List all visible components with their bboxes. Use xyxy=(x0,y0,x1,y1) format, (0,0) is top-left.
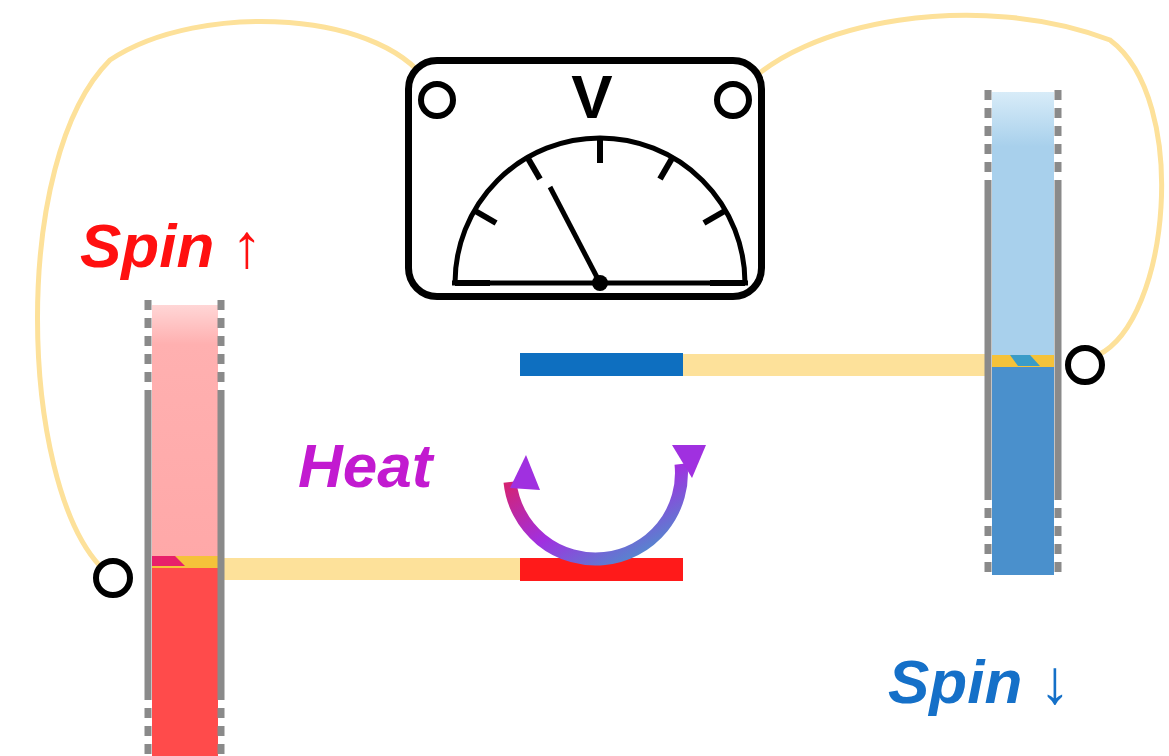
heat-cycle-arrow xyxy=(510,445,706,559)
cold-electrode xyxy=(520,353,683,376)
terminal xyxy=(96,348,1102,595)
voltmeter-box: V xyxy=(405,57,765,300)
voltmeter-symbol: V xyxy=(412,66,758,128)
spin-up-label: Spin ↑ xyxy=(80,212,263,280)
spin-down-tube xyxy=(988,90,1058,575)
thick-wire xyxy=(222,365,990,569)
spin-up-tube xyxy=(148,300,221,756)
heat-label: Heat xyxy=(298,432,432,500)
spin-down-label: Spin ↓ xyxy=(888,648,1071,716)
